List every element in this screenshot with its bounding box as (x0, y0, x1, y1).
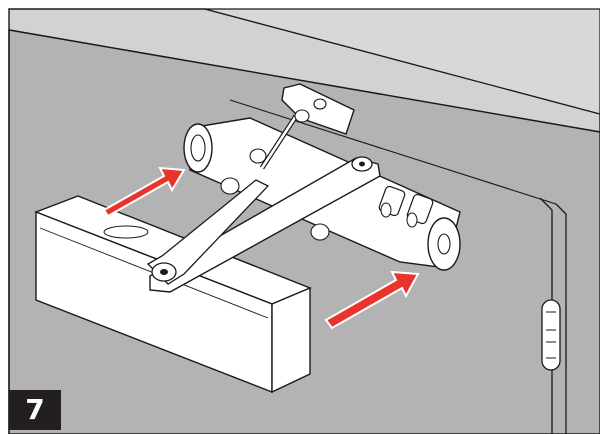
step-number-badge: 7 (9, 390, 61, 430)
door-top-edge (229, 99, 557, 205)
direction-arrow-icon (102, 166, 420, 330)
arrow-upper-left (102, 166, 186, 218)
closer-cover-icon (34, 195, 312, 394)
arrow-lower-right (324, 270, 420, 330)
header-wall (8, 8, 600, 133)
door-hinge-icon (541, 299, 561, 371)
closer-arm-icon (146, 156, 381, 293)
jamb-line-inner (555, 203, 567, 434)
mounting-bracket-icon (259, 83, 355, 170)
ceiling-panel (204, 8, 600, 115)
